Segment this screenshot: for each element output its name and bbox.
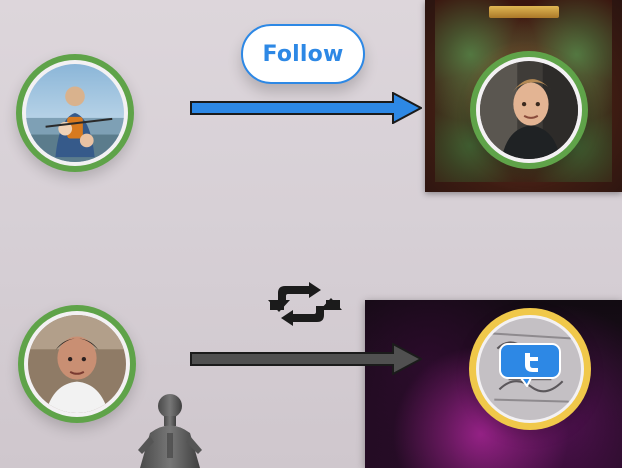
person-icon <box>28 315 126 413</box>
avatar-ring-inner <box>476 57 582 163</box>
avatar-ring-inner <box>24 311 130 417</box>
avatar-top-left <box>16 54 134 172</box>
retweet-icon <box>268 282 342 326</box>
twitter-bird-icon <box>499 343 561 387</box>
avatar-top-right <box>470 51 588 169</box>
arrow-right-icon <box>190 92 422 124</box>
person-icon <box>26 64 124 162</box>
poster-banner <box>488 6 559 18</box>
person-icon <box>480 61 578 159</box>
follow-button[interactable]: Follow <box>241 24 365 84</box>
avatar-bottom-left <box>18 305 136 423</box>
avatar-ring-inner <box>22 60 128 166</box>
avatar-ring-inner <box>476 315 584 423</box>
follow-button-label: Follow <box>262 41 344 67</box>
statue-figure <box>138 394 202 468</box>
arrow-right-icon <box>190 343 422 375</box>
